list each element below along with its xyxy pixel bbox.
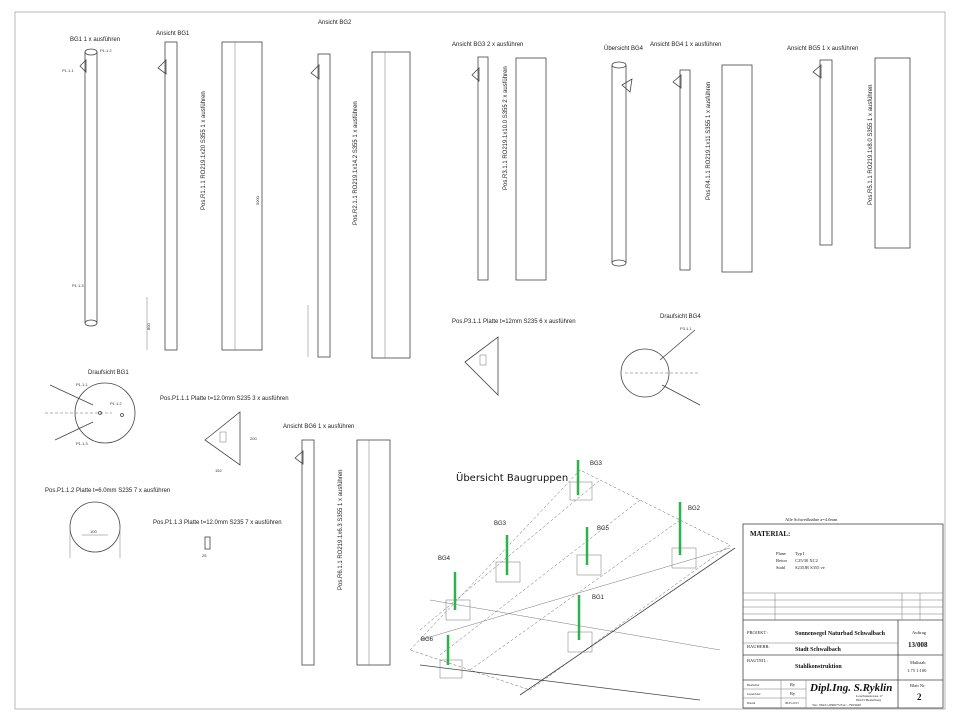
view-title-draufsicht-bg4: Draufsicht BG4 (660, 314, 701, 320)
label-p31: P3.1.1 (680, 326, 692, 331)
plate-p112: 100 (69, 501, 121, 558)
pos-r4-label: Pos.R4.1.1 RO219.1x11 S355 1 x ausführen (706, 82, 712, 200)
datum-value: 08.05.2013 (785, 701, 799, 705)
bauherr-value: Stadt Schwalbach (795, 647, 842, 653)
label-p11-top: P1.1.1 (76, 382, 88, 387)
bauteil-value: Stahlkonstruktion (795, 664, 842, 670)
dim-25: 25 (202, 553, 207, 558)
pos-r1-label: Pos.R1.1.1 RO219.1x20 S355 1 x ausführen (201, 91, 207, 210)
pos-p111-label: Pos.P1.1.1 Platte t=12.0mm S235 3 x ausf… (160, 396, 289, 402)
massstab-value: 1:75 1:100 (907, 668, 927, 673)
view-title-ansicht-bg5: Ansicht BG5 1 x ausführen (787, 46, 858, 52)
view-title-draufsicht-bg1: Draufsicht BG1 (88, 370, 129, 376)
pos-p113-label: Pos.P1.1.3 Platte t=12.0mm S235 7 x ausf… (153, 520, 282, 526)
bauteil-label: BAUTEIL : (747, 658, 768, 663)
uebersicht-bg4-pipe (611, 61, 633, 267)
projekt-label: PROJEKT : (747, 630, 769, 635)
ansicht-bg2: Pos.R2.1.1 RO219.1x14.2 S355 1 x ausführ… (307, 51, 411, 359)
bauherr-label: BAUHERR: (747, 644, 770, 649)
weld-note: Alle Schweißnähte a=4.0mm (785, 517, 838, 522)
ansicht-bg5: Pos.R5.1.1 RO219.1x8.0 S355 1 x ausführe… (812, 57, 911, 249)
pos-p311-label: Pos.P3.1.1 Platte t=12mm S235 6 x ausfüh… (452, 319, 576, 325)
draufsicht-bg1: P1.1.1 P1.1.2 P1.1.3 (45, 382, 136, 446)
group-label-bg6: BG6 (421, 637, 434, 643)
firm-name: Dipl.Ing. S.Ryklin (809, 682, 892, 694)
firm-contact: Tel.: 06221-830673 Fax: -7963040 (812, 703, 861, 707)
dim-200: 200 (250, 436, 257, 441)
projekt-value: Sonnensegel Naturbad Schwalbach (795, 631, 886, 637)
sheet-border (14, 11, 946, 710)
group-label-bg3: BG3 (494, 521, 507, 527)
group-label-bg3-top: BG3 (590, 461, 603, 467)
pos-p112-label: Pos.P1.1.2 Platte t=6.0mm S235 7 x ausfü… (45, 488, 170, 494)
material-name: Stahl (776, 565, 786, 570)
material-name: Plane (776, 551, 786, 556)
auftrag-value: 13/008 (908, 641, 928, 649)
pos-r2-label: Pos.R2.1.1 RO219.1x14.2 S355 1 x ausführ… (353, 101, 359, 225)
group-label-bg2: BG2 (688, 506, 701, 512)
view-title-uebersicht-bg4: Übersicht BG4 (604, 45, 644, 52)
ansicht-bg3: Pos.R3.1.1 RO219.1x10.0 S355 2 x ausführ… (471, 56, 547, 281)
bearbeiter-label: Bearbeiter (747, 683, 760, 687)
label-p12: P1.1.2 (100, 48, 112, 53)
label-p13-top: P1.1.3 (76, 441, 88, 446)
material-heading: MATERIAL: (750, 530, 790, 538)
firm-address: Leuchtenstrasse 17 (856, 694, 883, 698)
auftrag-label: Auftrag (912, 630, 927, 635)
group-label-bg1: BG1 (592, 595, 605, 601)
bearbeiter-value: Ry (790, 682, 796, 687)
ansicht-bg6: Pos.R6.1.1 RO219.1x6.3 S355 1 x ausführe… (294, 439, 391, 666)
view-title-bg1-iso: BG1 1 x ausführen (70, 37, 120, 43)
label-p12-top: P1.1.2 (110, 401, 122, 406)
dim-800: 800 (146, 323, 151, 330)
view-title-ansicht-bg4: Ansicht BG4 1 x ausführen (650, 42, 721, 48)
material-value: S235JR S355 ve (795, 565, 825, 570)
geprueft-value: Ry (790, 691, 796, 696)
overview-title: Übersicht Baugruppen (456, 471, 568, 484)
overview-isometric: Übersicht Baugruppen BG3 BG2 BG3 BG5 BG4… (409, 460, 736, 701)
bg1-iso-pipe: P1.1.2 P1.1.1 P1.1.3 (62, 48, 112, 327)
view-title-ansicht-bg2: Ansicht BG2 (318, 20, 352, 26)
pos-r6-label: Pos.R6.1.1 RO219.1x6.3 S355 1 x ausführe… (338, 470, 344, 590)
dim-100: 100 (90, 529, 97, 534)
datum-label: Datum (747, 701, 756, 705)
massstab-label: Maßstab (910, 660, 926, 665)
blatt-label: Blatt Nr. (910, 683, 926, 688)
ansicht-bg4: Pos.R4.1.1 RO219.1x11 S355 1 x ausführen (672, 64, 753, 273)
view-title-ansicht-bg6: Ansicht BG6 1 x ausführen (283, 424, 354, 430)
group-label-bg4: BG4 (438, 556, 451, 562)
plate-p111: 200 152 (204, 411, 257, 473)
label-p13: P1.1.3 (72, 283, 84, 288)
label-p11: P1.1.1 (62, 68, 74, 73)
pos-r3-label: Pos.R3.1.1 RO219.1x10.0 S355 2 x ausführ… (503, 66, 509, 190)
plate-p311 (464, 336, 499, 396)
plate-p113: 25 (202, 536, 211, 558)
dim-152: 152 (215, 468, 222, 473)
ansicht-bg1: 800 5000 Pos.R1.1.1 RO219.1x20 S355 1 x … (146, 41, 263, 351)
title-block: Alle Schweißnähte a=4.0mm MATERIAL: Plan… (742, 517, 944, 709)
geprueft-label: Gezeichnet (747, 692, 761, 696)
draufsicht-bg4: P3.1.1 (620, 326, 701, 406)
material-value: C25/30 XC2 (795, 558, 818, 563)
pos-r5-label: Pos.R5.1.1 RO219.1x8.0 S355 1 x ausführe… (868, 85, 874, 205)
view-title-ansicht-bg1: Ansicht BG1 (156, 31, 190, 37)
material-value: Typ I (795, 551, 805, 556)
group-label-bg5: BG5 (597, 526, 610, 532)
blatt-value: 2 (917, 692, 922, 702)
dim-5000: 5000 (255, 195, 260, 205)
firm-city: 69123 Heidelberg (856, 698, 881, 702)
material-name: Beton (776, 558, 787, 563)
view-title-ansicht-bg3: Ansicht BG3 2 x ausführen (452, 42, 523, 48)
